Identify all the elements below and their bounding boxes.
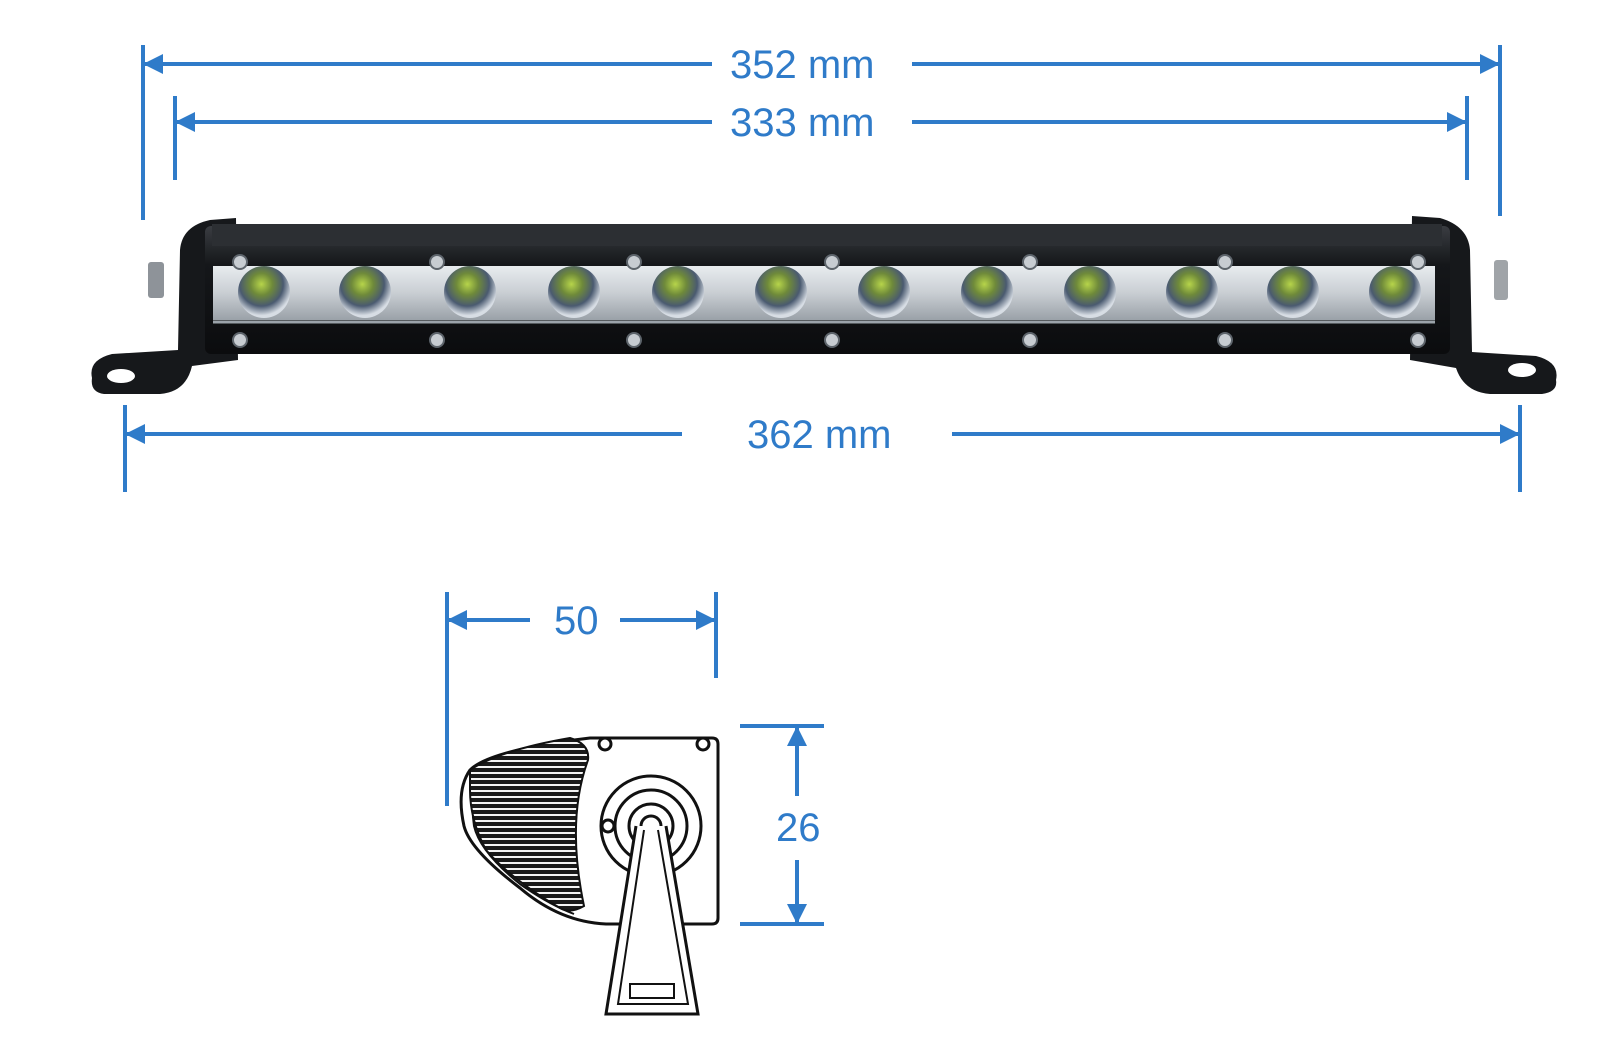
label-333mm: 333 mm bbox=[730, 101, 875, 145]
led-1 bbox=[238, 266, 290, 318]
led-array bbox=[238, 266, 1421, 318]
label-352mm: 352 mm bbox=[730, 43, 875, 87]
led-5 bbox=[652, 266, 704, 318]
light-bar-front-view bbox=[91, 216, 1557, 394]
led-3 bbox=[444, 266, 496, 318]
label-50: 50 bbox=[554, 599, 599, 643]
led-11 bbox=[1267, 266, 1319, 318]
led-10 bbox=[1166, 266, 1218, 318]
light-bar-side-view bbox=[459, 736, 720, 1016]
led-2 bbox=[339, 266, 391, 318]
dimension-352 bbox=[141, 45, 1502, 220]
led-12 bbox=[1369, 266, 1421, 318]
dimension-26 bbox=[740, 724, 824, 926]
led-6 bbox=[755, 266, 807, 318]
screws bbox=[232, 254, 1426, 348]
dimension-333 bbox=[173, 96, 1469, 180]
led-7 bbox=[858, 266, 910, 318]
led-8 bbox=[961, 266, 1013, 318]
dimension-362 bbox=[123, 405, 1522, 492]
dimension-50 bbox=[445, 592, 718, 806]
led-9 bbox=[1064, 266, 1116, 318]
label-26: 26 bbox=[776, 806, 821, 850]
label-362mm: 362 mm bbox=[747, 413, 892, 457]
led-4 bbox=[548, 266, 600, 318]
